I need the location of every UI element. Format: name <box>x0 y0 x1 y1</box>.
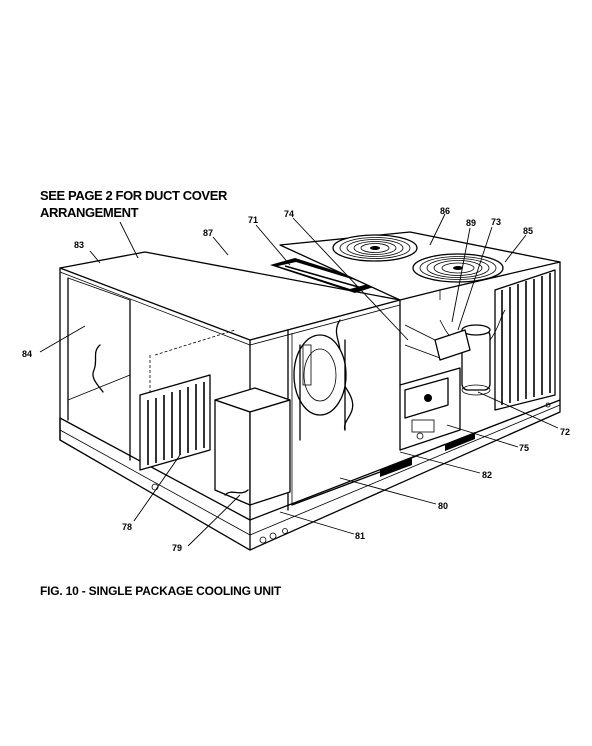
fan-grille-rear <box>332 234 418 262</box>
callout-89: 89 <box>466 218 477 228</box>
callout-79: 79 <box>172 543 183 553</box>
callout-74: 74 <box>284 209 295 219</box>
fan-grille-front <box>412 253 504 283</box>
callout-86: 86 <box>440 206 451 216</box>
evaporator-coil <box>139 329 236 471</box>
callout-82: 82 <box>482 470 493 480</box>
callout-80: 80 <box>438 501 449 511</box>
callout-81: 81 <box>355 531 366 541</box>
callout-72: 72 <box>560 427 571 437</box>
duct-cover-note-line-1: SEE PAGE 2 FOR DUCT COVER <box>40 188 227 203</box>
control-box <box>404 377 449 440</box>
figure-caption: FIG. 10 - SINGLE PACKAGE COOLING UNIT <box>40 584 282 598</box>
filter-box <box>214 387 291 506</box>
callout-73: 73 <box>491 217 502 227</box>
callout-87: 87 <box>203 228 214 238</box>
leader-lines <box>39 213 559 547</box>
callout-78: 78 <box>122 522 133 532</box>
blower-assembly <box>293 334 347 441</box>
condenser-coil <box>494 269 556 411</box>
left-end-frame <box>59 267 131 461</box>
duct-cover-note-line-2: ARRANGEMENT <box>40 205 139 220</box>
fan-motor-bracket <box>404 324 471 361</box>
callout-71: 71 <box>248 215 259 225</box>
callout-84: 84 <box>22 349 33 359</box>
callout-75: 75 <box>519 443 530 453</box>
callout-83: 83 <box>74 240 85 250</box>
callout-85: 85 <box>523 226 534 236</box>
